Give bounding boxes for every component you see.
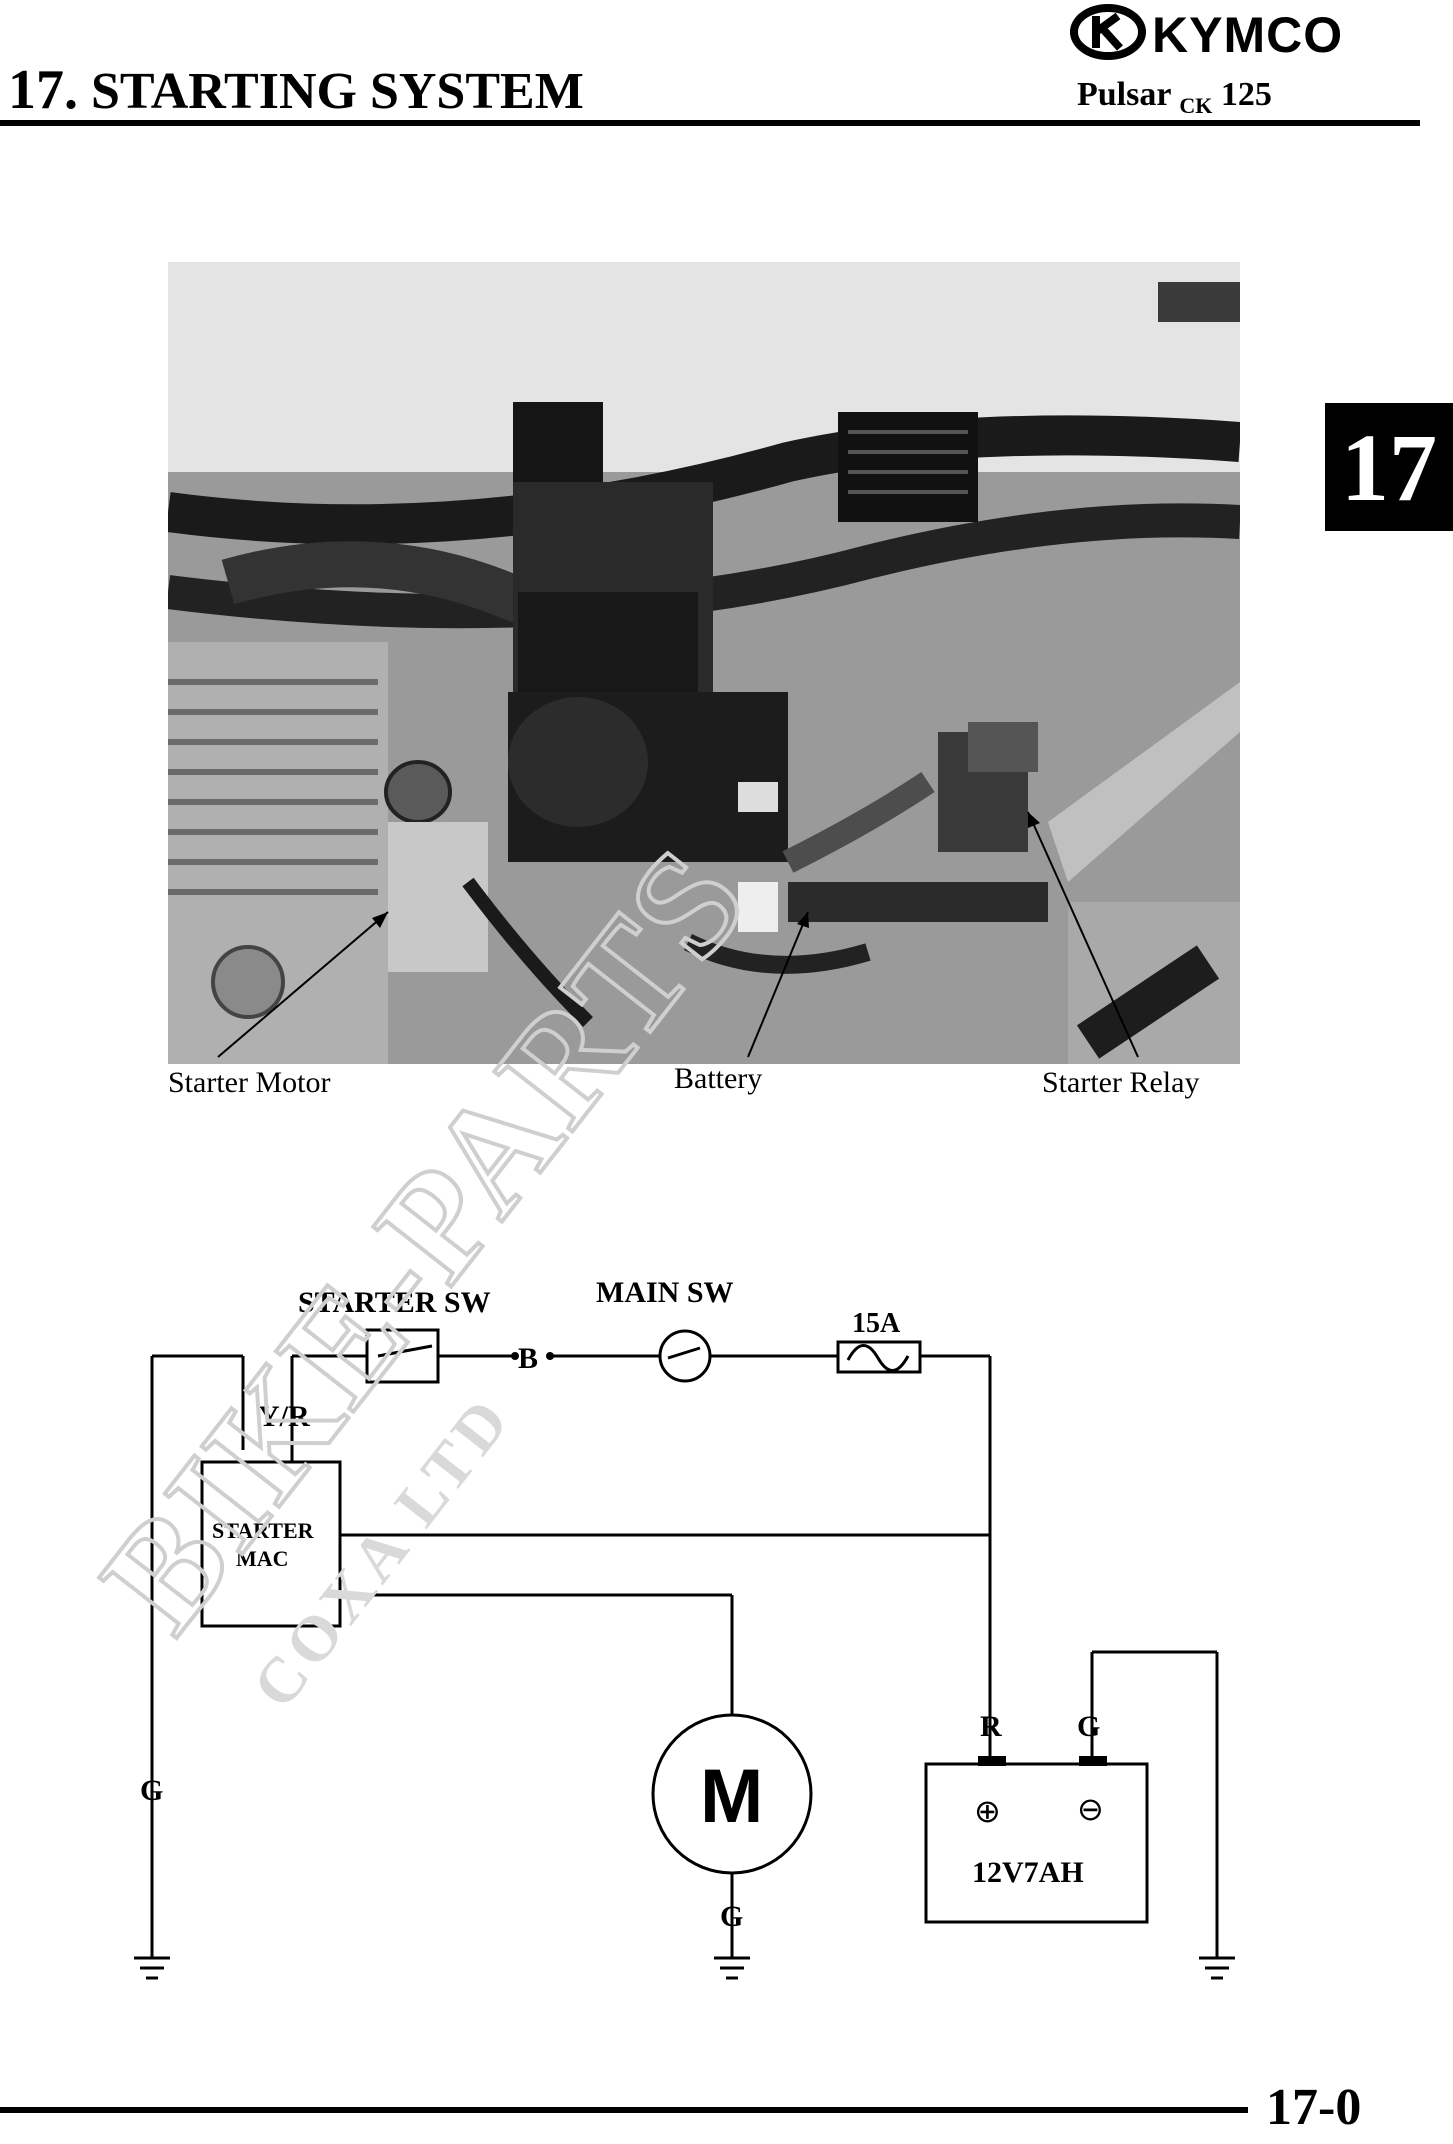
starter-switch-label: STARTER SW bbox=[298, 1286, 491, 1319]
ground-motor-label: G bbox=[720, 1900, 743, 1933]
model-name-text: Pulsar bbox=[1077, 76, 1171, 113]
wire-b-label: B bbox=[518, 1342, 538, 1375]
chapter-number: 17. bbox=[8, 59, 78, 121]
relay-label-line2: MAC bbox=[236, 1546, 289, 1571]
starter-motor-symbol bbox=[651, 1713, 813, 1875]
starter-switch-box bbox=[365, 1328, 440, 1384]
main-switch-label: MAIN SW bbox=[596, 1276, 734, 1309]
battery-minus-icon: ⊖ bbox=[1077, 1790, 1104, 1828]
fuse-symbol bbox=[836, 1340, 922, 1374]
model-displacement: 125 bbox=[1220, 76, 1272, 113]
ground-symbols bbox=[134, 1940, 1235, 1980]
model-sub: CK bbox=[1179, 93, 1213, 118]
header-rule bbox=[0, 120, 1420, 126]
battery-leader bbox=[747, 911, 809, 1058]
ground-left-label: G bbox=[140, 1774, 163, 1807]
fuse-label: 15A bbox=[852, 1308, 901, 1339]
terminal-g-label: G bbox=[1077, 1710, 1100, 1743]
kymco-logo: KYMCO bbox=[1068, 2, 1428, 63]
model-name: Pulsar CK 125 bbox=[1077, 76, 1272, 118]
starter-relay-box bbox=[200, 1460, 342, 1628]
brand-name: KYMCO bbox=[1152, 7, 1344, 63]
label-battery: Battery bbox=[674, 1062, 763, 1095]
wiring-diagram: STARTER SW MAIN SW 15A B Y/R STARTER MAC… bbox=[134, 1276, 1235, 1980]
starter-motor-leader bbox=[217, 911, 389, 1058]
page-number: 17-0 bbox=[1266, 2079, 1362, 2136]
terminal-r-label: R bbox=[980, 1710, 1002, 1743]
chapter-title: STARTING SYSTEM bbox=[91, 63, 584, 120]
label-starter-relay: Starter Relay bbox=[1042, 1066, 1200, 1099]
chapter-tab: 17 bbox=[1325, 403, 1453, 531]
starter-relay-leader bbox=[1027, 811, 1139, 1058]
chapter-heading: 17. STARTING SYSTEM bbox=[8, 58, 584, 122]
starting-system-photo bbox=[165, 262, 1242, 1064]
footer-rule bbox=[0, 2107, 1248, 2113]
kymco-emblem-icon bbox=[1070, 4, 1146, 60]
motor-label: M bbox=[700, 1754, 763, 1839]
wire-yr-label: Y/R bbox=[258, 1400, 310, 1433]
battery-label: 12V7AH bbox=[972, 1856, 1084, 1889]
battery-plus-icon: ⊕ bbox=[974, 1792, 1001, 1830]
relay-label-line1: STARTER bbox=[212, 1518, 315, 1543]
main-switch-symbol bbox=[658, 1329, 712, 1383]
label-starter-motor: Starter Motor bbox=[168, 1066, 331, 1099]
battery-symbol bbox=[924, 1762, 1149, 1924]
